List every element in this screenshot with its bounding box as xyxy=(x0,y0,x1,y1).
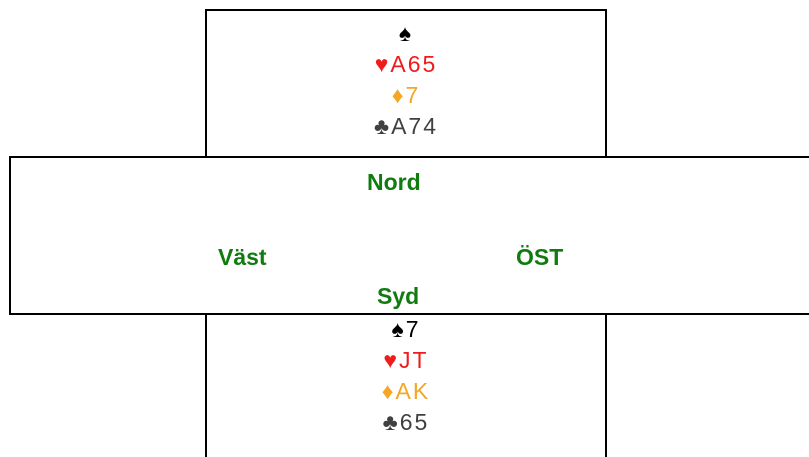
compass-east: ÖST xyxy=(516,244,564,270)
south-diamonds: ♦AK xyxy=(381,378,431,404)
compass-south: Syd xyxy=(377,283,420,309)
middle-row-top-border xyxy=(9,156,809,158)
top-box-right-border xyxy=(605,10,607,156)
top-box-top-border xyxy=(205,9,607,11)
bottom-box-left-border xyxy=(205,313,207,457)
south-clubs: ♣65 xyxy=(382,409,430,435)
south-hand: ♠7 ♥JT ♦AK ♣65 xyxy=(206,314,606,438)
north-hand: ♠ ♥A65 ♦7 ♣A74 xyxy=(206,18,606,142)
compass-north: Nord xyxy=(367,169,421,195)
north-clubs: ♣A74 xyxy=(373,113,439,139)
compass-west: Väst xyxy=(218,244,267,270)
bottom-box-right-border xyxy=(605,313,607,457)
south-spades: ♠7 xyxy=(391,316,421,342)
north-diamonds: ♦7 xyxy=(391,82,421,108)
top-box-left-border xyxy=(205,10,207,156)
middle-row-bottom-border xyxy=(9,313,809,315)
south-hearts: ♥JT xyxy=(383,347,429,373)
middle-row-left-border xyxy=(9,156,11,314)
north-hearts: ♥A65 xyxy=(374,51,438,77)
north-spades: ♠ xyxy=(398,20,414,46)
